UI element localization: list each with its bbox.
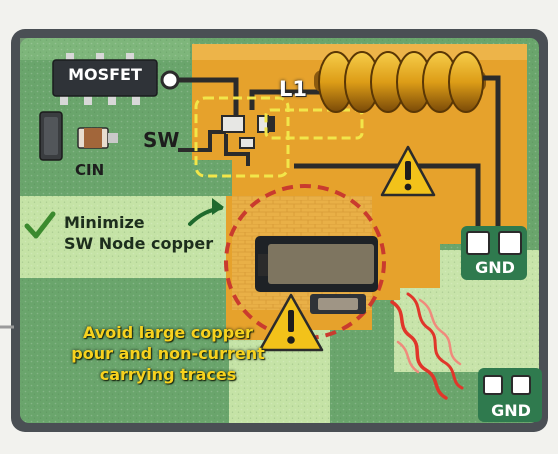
inductor-label: L1 — [279, 77, 307, 101]
check-icon — [24, 211, 56, 239]
switch-node-component — [221, 115, 275, 149]
gnd-pads-right — [461, 226, 527, 280]
warning-icon — [380, 145, 436, 197]
mosfet-label: MOSFET — [68, 65, 142, 84]
warning-icon-large — [258, 293, 324, 352]
inductor-coil — [314, 51, 498, 113]
sw-node-warning-zone — [224, 184, 386, 340]
gnd-pads-bottom — [478, 368, 542, 422]
switch-node-label: SW — [143, 128, 180, 152]
output-trace — [294, 163, 481, 232]
warning-line-1: Avoid large copper — [83, 323, 253, 342]
mosfet-chip — [52, 53, 158, 105]
ground-label-right: GND — [475, 258, 515, 277]
gate-pin-icon — [160, 70, 180, 90]
heat-wave-icon — [390, 292, 464, 400]
warning-callout: Avoid large copper pour and non-current … — [40, 322, 296, 385]
gate-trace — [174, 77, 239, 120]
input-cap-label: CIN — [75, 161, 105, 179]
tip-line-2: SW Node copper — [64, 234, 214, 253]
warning-line-3: carrying traces — [99, 365, 237, 384]
arrow-icon — [188, 198, 224, 226]
controller-ic — [255, 236, 378, 314]
tip-callout: Minimize SW Node copper — [64, 212, 213, 254]
ground-label-bottom: GND — [491, 401, 531, 420]
input-capacitors — [39, 111, 118, 161]
warning-line-2: pour and non-current — [71, 344, 265, 363]
tip-line-1: Minimize — [64, 213, 145, 232]
